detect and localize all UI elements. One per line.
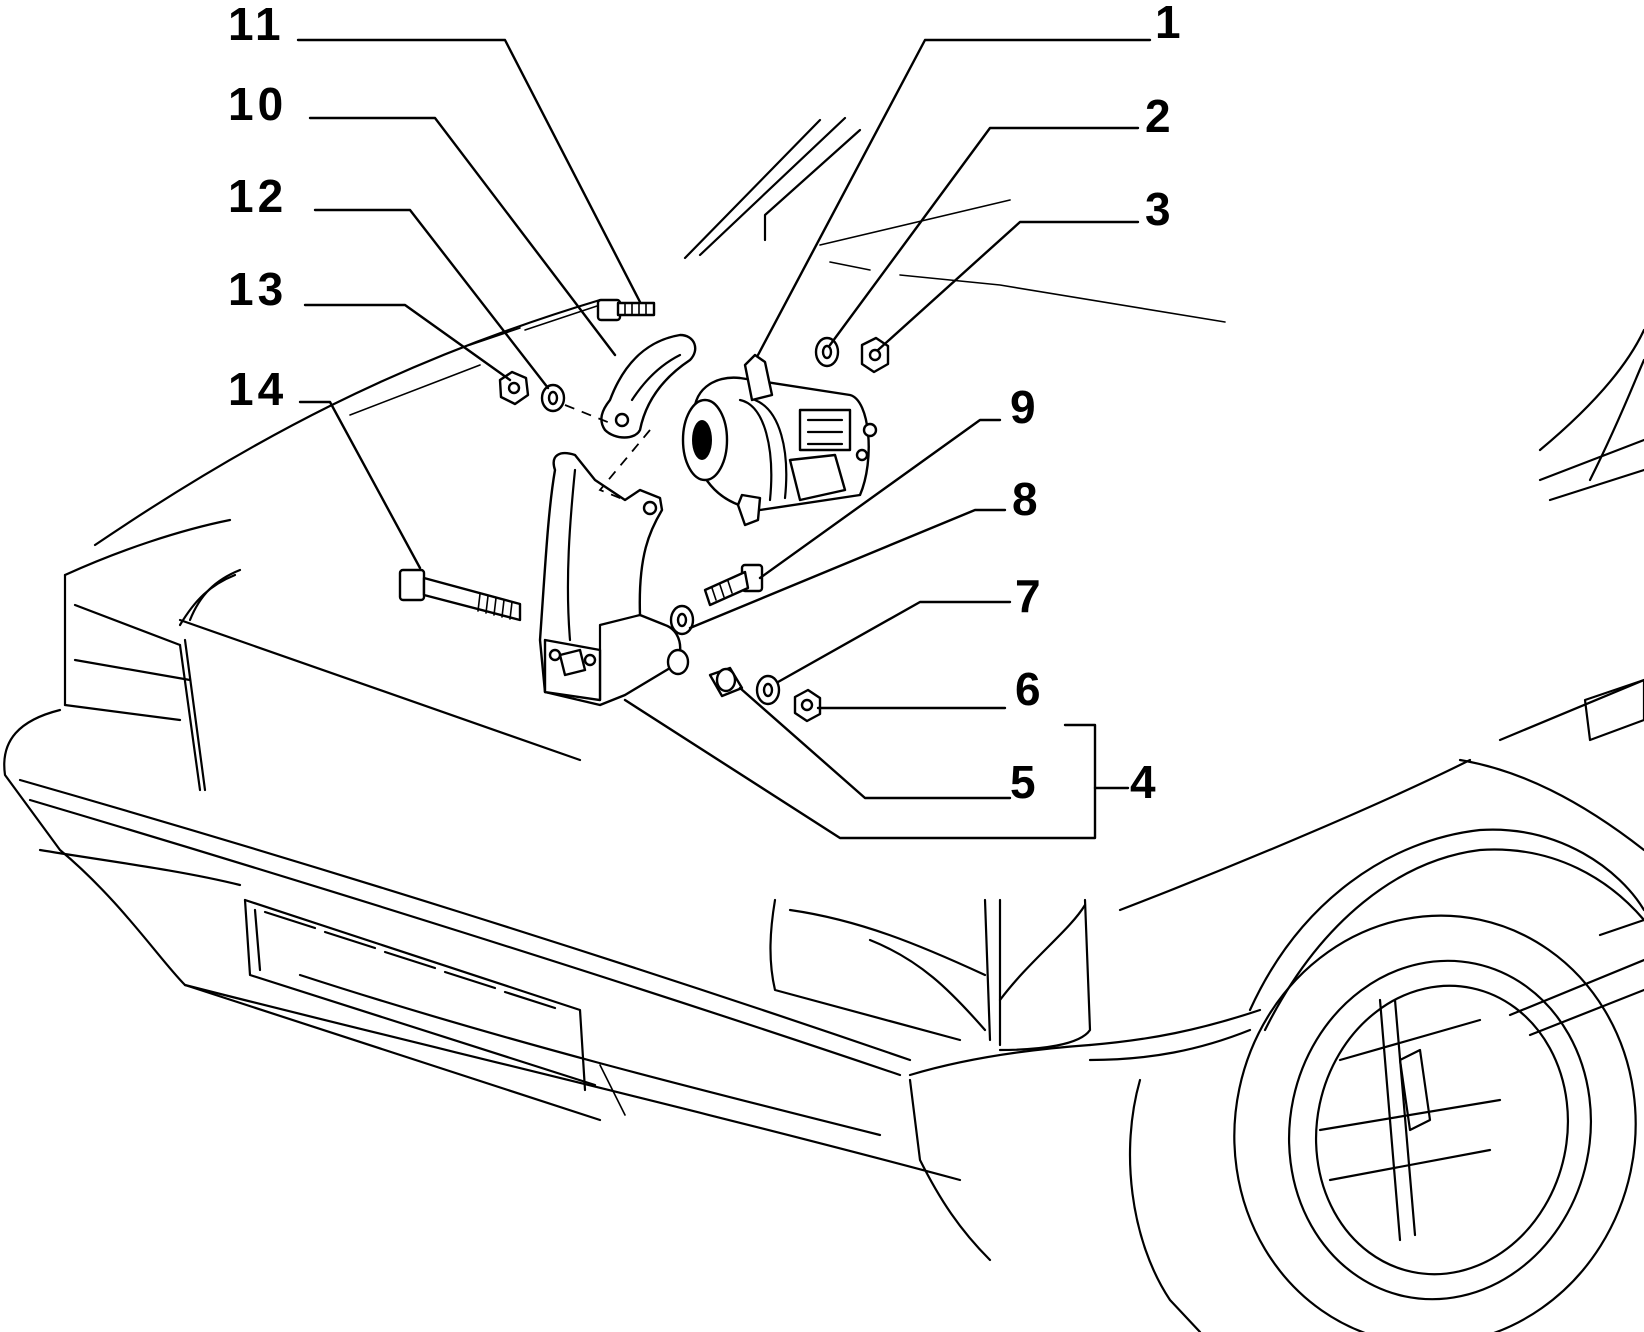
callout-2: 2	[1145, 90, 1175, 142]
callout-3: 3	[1145, 183, 1175, 235]
callout-labels: 11 10 12 13 14 1 2 3 9 8 7 6 5 4	[228, 0, 1185, 808]
leader-lines	[296, 38, 1152, 840]
washer-7	[755, 674, 781, 706]
bolt-9	[703, 563, 764, 607]
mounting-bracket	[538, 451, 690, 707]
callout-1: 1	[1155, 0, 1185, 48]
alternator	[681, 353, 878, 527]
callout-6: 6	[1015, 663, 1045, 715]
adjusting-strap	[600, 333, 697, 439]
washer-12	[540, 383, 566, 413]
bolt-14	[398, 568, 522, 622]
washer-8	[669, 604, 695, 636]
callout-8: 8	[1012, 473, 1042, 525]
callout-12: 12	[228, 170, 287, 222]
car-body-outline	[3, 116, 1644, 1332]
callout-5: 5	[1010, 756, 1040, 808]
callout-7: 7	[1015, 570, 1045, 622]
callout-9: 9	[1010, 381, 1040, 433]
washer-2	[814, 336, 840, 368]
callout-14: 14	[228, 363, 287, 415]
bolt-11	[596, 298, 656, 322]
bush-5	[708, 666, 744, 698]
dashed-alignment-lines	[564, 404, 651, 501]
nut-6	[793, 688, 822, 723]
nut-13	[498, 370, 530, 406]
callout-11: 11	[228, 0, 285, 50]
callout-4: 4	[1130, 756, 1160, 808]
callout-13: 13	[228, 263, 287, 315]
callout-10: 10	[228, 78, 287, 130]
